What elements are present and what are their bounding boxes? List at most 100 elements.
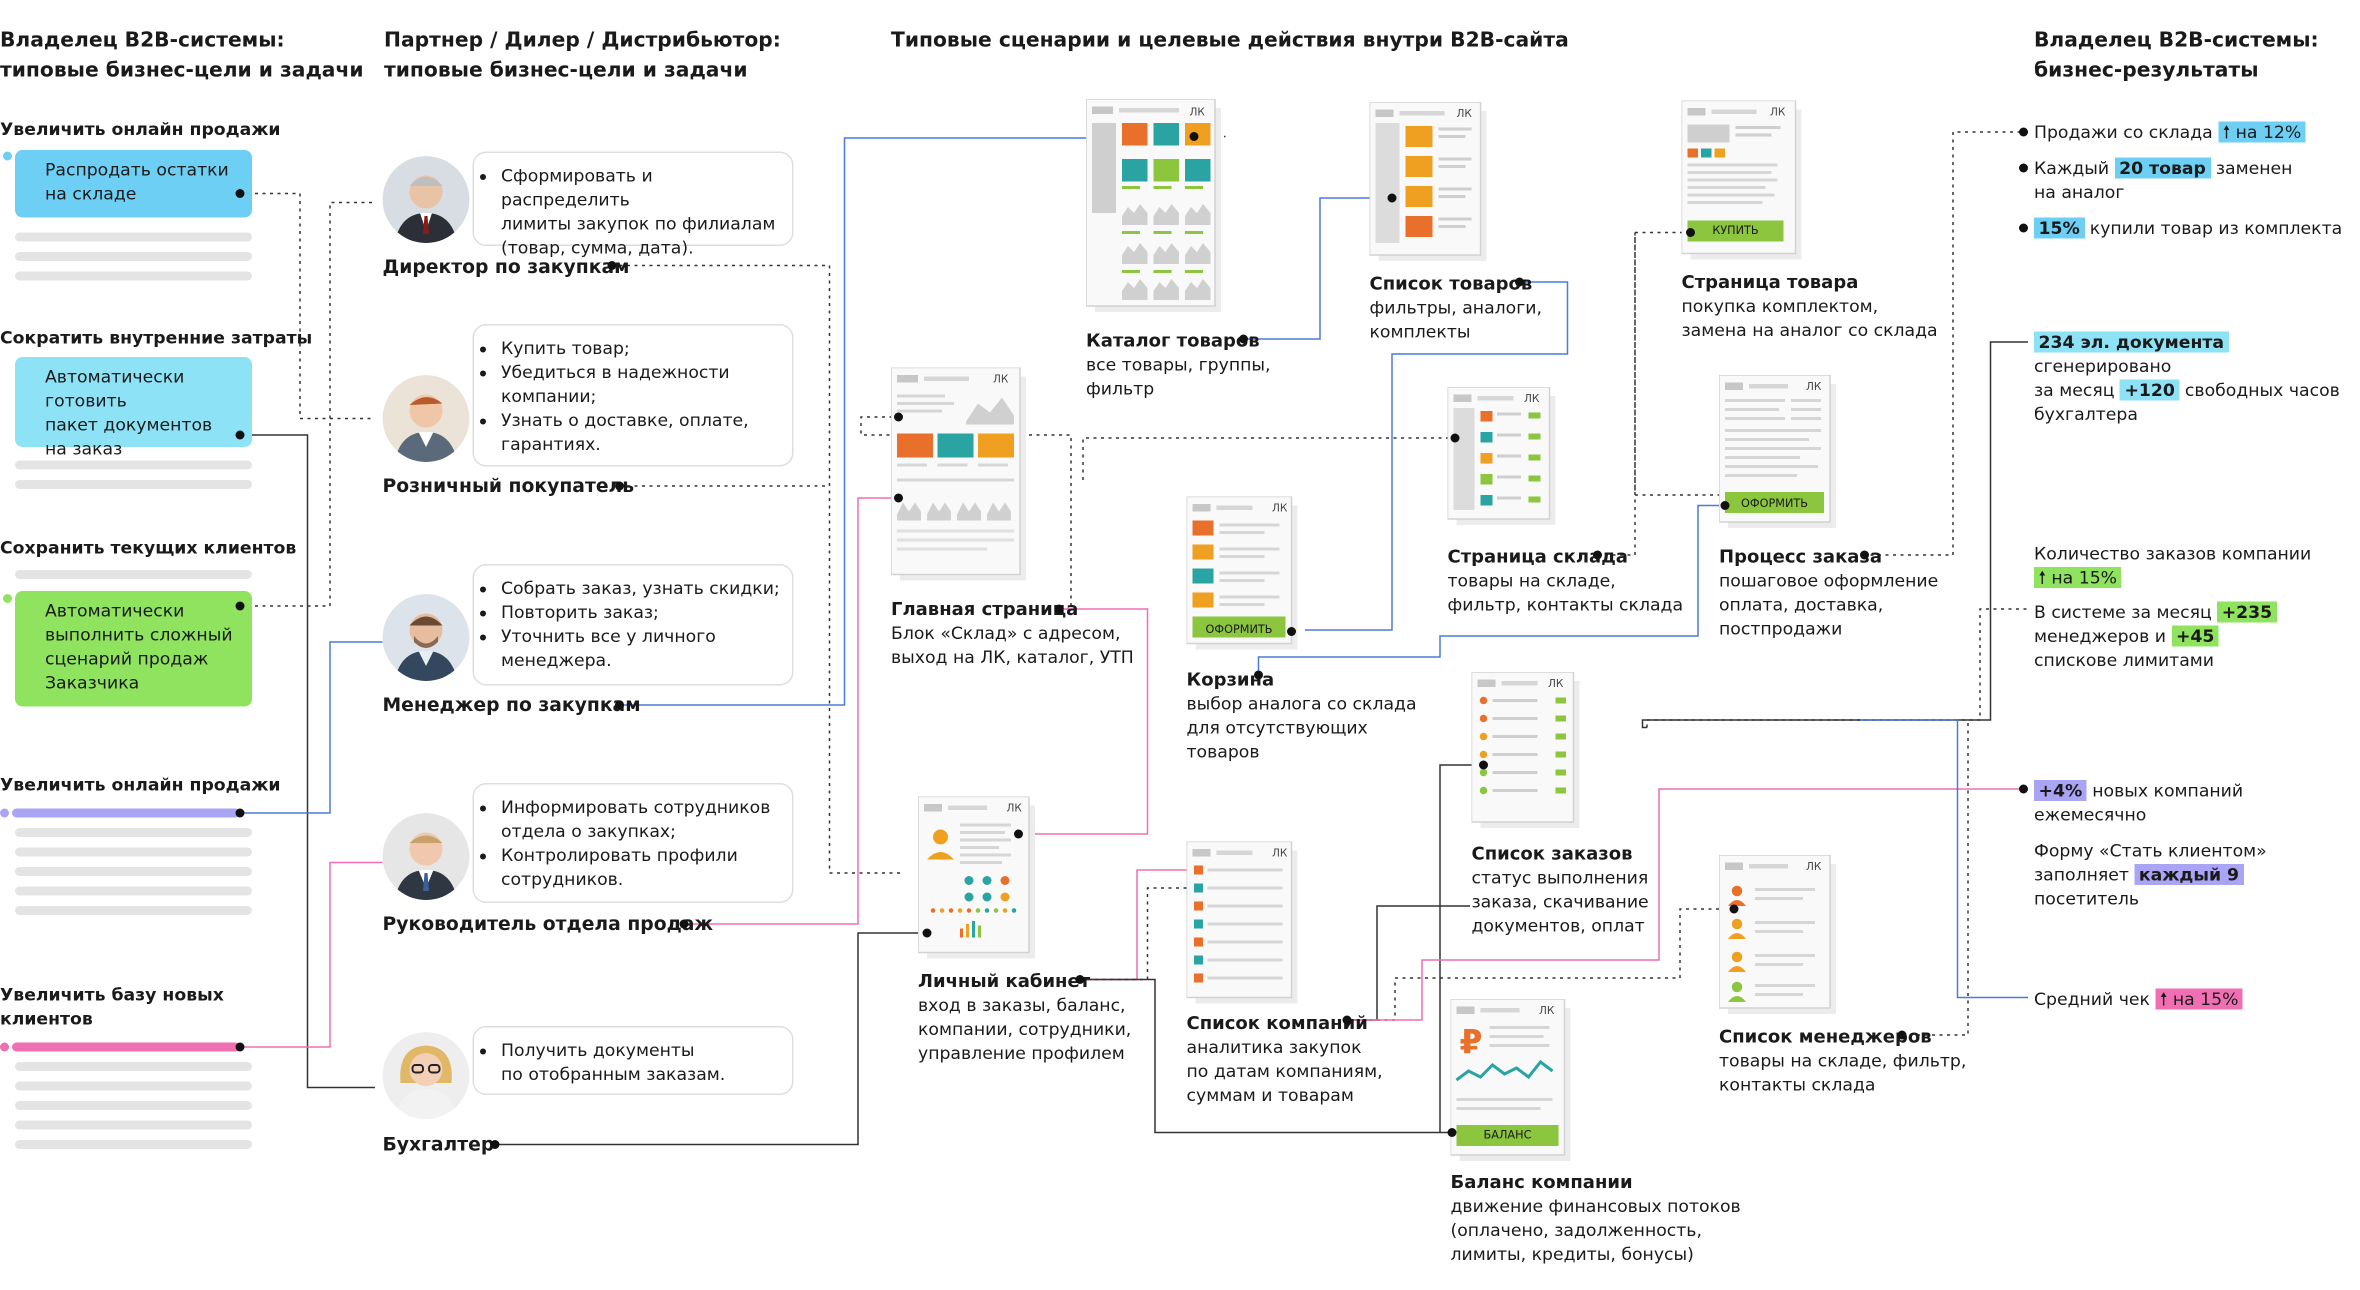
balance-caption: Баланс компании движение финансовых пото… <box>1451 1170 1741 1266</box>
connector-dot <box>1515 277 1524 287</box>
role-3-item: Собрать заказ, узнать скидки; <box>501 576 780 600</box>
lk-label: ЛК <box>1548 678 1564 690</box>
companies-list-desc: суммам и товарам <box>1186 1084 1354 1106</box>
connector-dot <box>1239 334 1248 344</box>
connector-dot <box>1860 550 1869 560</box>
orders-list-caption: Список заказов статус выполнения заказа,… <box>1472 842 1649 938</box>
product-list-desc: фильтры, аналоги, <box>1369 297 1543 318</box>
connector-dot <box>894 493 903 503</box>
result-4-text: сгенерировано <box>2034 355 2172 377</box>
svg-text:₽: ₽ <box>1460 1022 1483 1061</box>
result-4-highlight: +120 <box>2119 379 2180 401</box>
connector-dot <box>1897 1030 1907 1040</box>
cabinet-page-thumb <box>918 796 1035 959</box>
header-col1: Владелец B2B-системы: типовые бизнес-цел… <box>0 26 364 86</box>
companies-list-desc: аналитика закупок <box>1186 1036 1362 1058</box>
connector-dot <box>615 700 624 710</box>
home-page-desc: выход на ЛК, каталог, УТП <box>891 646 1134 668</box>
balance-button[interactable]: БАЛАНС <box>1483 1128 1532 1142</box>
result-7-text: ежемесячно <box>2034 804 2147 825</box>
goal-1-marker <box>3 151 12 161</box>
balance-page-thumb: ₽ <box>1450 999 1571 1161</box>
order-process-caption: Процесс заказа пошаговое оформление опла… <box>1719 545 1938 641</box>
lk-label: ЛК <box>993 373 1009 386</box>
connector-dot <box>235 1042 245 1052</box>
result-2: Каждый 20 товар заменен на аналог <box>2034 156 2292 204</box>
product-list-desc: комплекты <box>1369 321 1471 342</box>
placeholder-bar <box>15 906 252 915</box>
order-submit-button[interactable]: ОФОРМИТЬ <box>1741 496 1808 511</box>
balance-desc: лимиты, кредиты, бонусы) <box>1450 1243 1694 1265</box>
result-9-highlight: 🠕 на 15% <box>2155 988 2244 1010</box>
cabinet-caption: Личный кабинет вход в заказы, баланс, ко… <box>918 969 1131 1065</box>
goal-5-title-line: клиентов <box>0 1008 93 1029</box>
connector-dot <box>1254 670 1263 680</box>
role-2-item: Узнать о доставке, оплате,гарантиях. <box>501 408 780 456</box>
product-list-title: Список товаров <box>1369 273 1533 294</box>
goal-5-marker <box>0 1042 9 1052</box>
goal-5-title: Увеличить базу новых клиентов <box>0 983 224 1031</box>
lk-label: ЛК <box>1539 1005 1555 1017</box>
goal-4-bar <box>12 808 240 818</box>
result-5-text: Количество заказов компании <box>2034 543 2312 564</box>
header-col2: Партнер / Дилер / Дистрибьютор: типовые … <box>384 26 781 86</box>
placeholder-bar <box>15 480 252 489</box>
orders-list-thumb <box>1471 672 1580 828</box>
goal-1-title: Увеличить онлайн продажи <box>0 118 281 140</box>
placeholder-bar <box>15 847 252 857</box>
buy-button[interactable]: КУПИТЬ <box>1712 223 1759 238</box>
result-7-text: новых компаний <box>2092 780 2244 801</box>
lk-label: ЛК <box>1770 106 1786 119</box>
warehouse-desc: фильтр, контакты склада <box>1447 594 1684 615</box>
cabinet-desc: управление профилем <box>918 1042 1125 1064</box>
order-process-desc: пошаговое оформление <box>1719 570 1939 591</box>
managers-list-caption: Список менеджеров товары на складе, филь… <box>1719 1025 1966 1097</box>
cart-title: Корзина <box>1186 669 1275 690</box>
connector-dot <box>922 928 932 938</box>
lk-label: ЛК <box>1456 108 1472 120</box>
cart-desc: для отсутствующих <box>1186 717 1368 738</box>
managers-list-title: Список менеджеров <box>1719 1026 1932 1047</box>
placeholder-bar <box>15 460 252 470</box>
home-page-thumb <box>891 367 1026 581</box>
role-2-bubble: Купить товар; Убедиться в надежностикомп… <box>472 324 794 467</box>
placeholder-bar <box>15 252 252 261</box>
connector-dot <box>2019 223 2028 233</box>
header-col2-line2: типовые бизнес-цели и задачи <box>384 58 748 83</box>
cart-submit-button[interactable]: ОФОРМИТЬ <box>1205 622 1273 637</box>
connector-dot <box>1729 904 1739 914</box>
goal-4-title: Увеличить онлайн продажи <box>0 774 281 795</box>
role-3-bubble: Собрать заказ, узнать скидки; Повторить … <box>472 564 794 686</box>
goal-5-bar <box>12 1042 240 1052</box>
connector-dot <box>679 919 689 929</box>
avatar-director <box>382 156 470 243</box>
placeholder-bar <box>15 570 252 579</box>
lk-label: ЛК <box>1524 393 1540 405</box>
catalog-desc: все товары, группы, <box>1086 354 1271 375</box>
result-3-text: купили товар из комплекта <box>2089 217 2343 239</box>
lk-label: ЛК <box>1806 381 1822 393</box>
lk-label: ЛК <box>1272 847 1288 860</box>
header-col1-line1: Владелец B2B-системы: <box>0 28 285 53</box>
connector-dot <box>1287 627 1296 636</box>
product-page-desc: покупка комплектом, <box>1681 295 1879 317</box>
companies-list-thumb <box>1186 841 1298 1004</box>
role-2-item: Купить товар; <box>501 336 780 360</box>
placeholder-bar <box>15 1140 252 1149</box>
placeholder-bar <box>15 867 252 876</box>
goal-2-title: Сократить внутренние затраты <box>0 327 313 348</box>
cart-desc: выбор аналога со склада <box>1186 693 1417 714</box>
result-2-text: Каждый <box>2034 157 2110 179</box>
warehouse-caption: Страница склада товары на складе, фильтр… <box>1448 545 1684 617</box>
result-1-text: Продажи со склада <box>2034 121 2213 143</box>
orders-list-desc: заказа, скачивание <box>1471 891 1649 912</box>
lk-label: ЛК <box>1006 802 1022 815</box>
result-9: Средний чек 🠕 на 15% <box>2034 987 2244 1011</box>
role-2-name: Розничный покупатель <box>382 474 635 497</box>
result-8-text: заполняет <box>2034 864 2129 885</box>
goal-2-box: Автоматически готовить пакет документов … <box>15 357 252 459</box>
order-process-desc: оплата, доставка, <box>1719 594 1884 615</box>
home-page-title: Главная страница <box>891 598 1079 620</box>
